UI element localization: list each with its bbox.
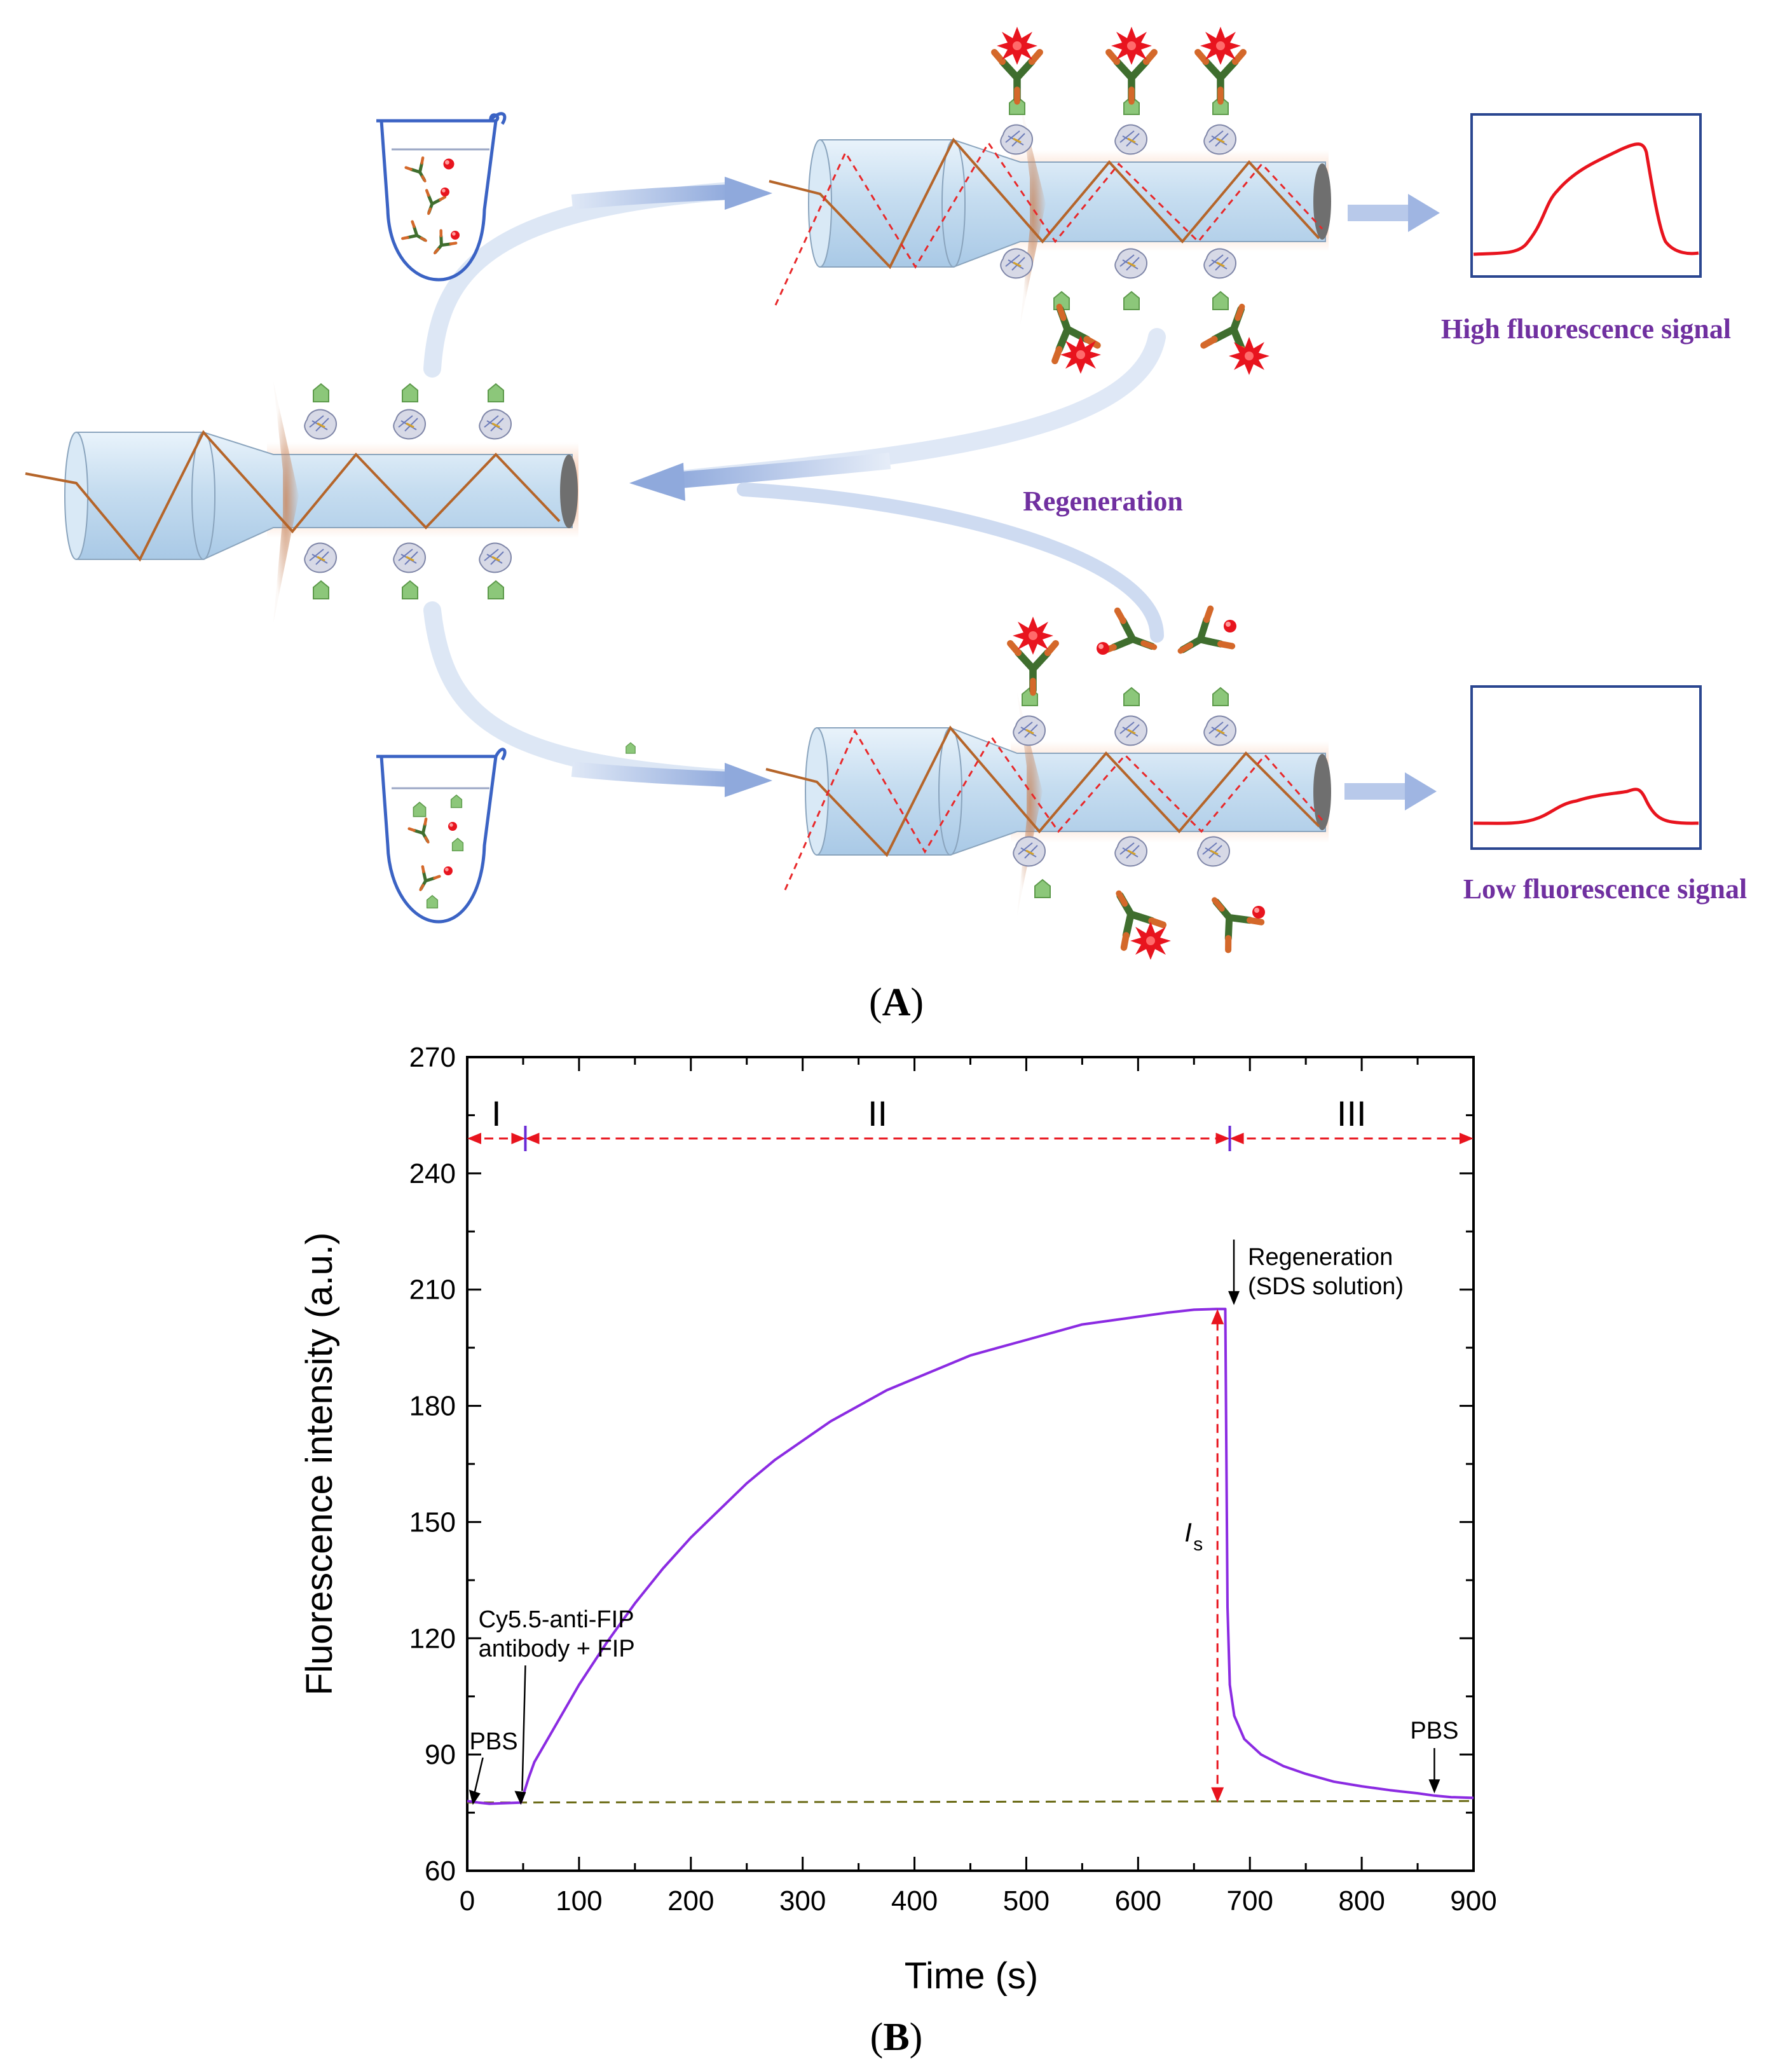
optical-fiber-top-icon — [769, 27, 1331, 375]
signal-marker-label: I — [1184, 1517, 1192, 1547]
y-tick-label: 240 — [409, 1158, 456, 1189]
arrow-to-low-signal-icon — [1405, 772, 1437, 810]
flow-arrows — [423, 177, 1440, 810]
y-axis-label: Fluorescence intensity (a.u.) — [299, 1233, 340, 1696]
arrowhead — [1215, 1133, 1230, 1144]
y-tick-label: 210 — [409, 1275, 456, 1306]
x-tick-label: 400 — [891, 1885, 938, 1917]
pbs-end-arrow-head — [1428, 1779, 1440, 1794]
fluorescence-curve — [467, 1308, 1474, 1805]
series-layer — [467, 1308, 1474, 1805]
pbs-start-arrow-head — [469, 1789, 481, 1805]
sample-annotation-line1: Cy5.5-anti-FIP — [479, 1606, 634, 1633]
arrowhead — [467, 1133, 481, 1144]
panel-a-label: (A) — [869, 981, 924, 1024]
arrowhead — [511, 1133, 526, 1144]
y-tick-label: 60 — [425, 1856, 456, 1887]
low-signal-plot-icon — [1470, 685, 1702, 850]
panel-a: High fluorescence signal Low fluorescenc… — [25, 27, 1747, 1024]
phase-label: II — [868, 1093, 887, 1133]
x-tick-label: 800 — [1338, 1885, 1385, 1917]
panel-b-label: (B) — [870, 2016, 923, 2059]
regen-annotation-line2: (SDS solution) — [1248, 1273, 1404, 1300]
x-tick-label: 500 — [1003, 1885, 1050, 1917]
pbs-end-label: PBS — [1410, 1718, 1458, 1744]
pbs-start-arrow-shaft — [474, 1757, 484, 1793]
sample-arrow-shaft — [521, 1665, 526, 1791]
arrow-to-top-fiber-icon — [725, 177, 772, 210]
sample-arrow-head — [514, 1791, 526, 1805]
high-signal-plot-icon — [1470, 113, 1702, 278]
panel-a-letter: A — [882, 981, 911, 1024]
sample-tube-top-icon — [376, 112, 507, 282]
y-tick-label: 270 — [409, 1042, 456, 1073]
free-antigen-icon — [626, 742, 636, 754]
arrowhead — [1229, 1133, 1244, 1144]
low-signal-label: Low fluorescence signal — [1463, 873, 1748, 905]
y-tick-label: 120 — [409, 1623, 456, 1654]
x-tick-label: 300 — [779, 1885, 826, 1917]
signal-marker-subscript: s — [1193, 1534, 1203, 1555]
y-tick-label: 180 — [409, 1391, 456, 1422]
signal-marker-head-bottom — [1211, 1787, 1224, 1803]
baseline-dashed-line — [467, 1800, 1474, 1804]
x-tick-label: 700 — [1227, 1885, 1273, 1917]
x-tick-label: 600 — [1115, 1885, 1161, 1917]
phase-label: III — [1337, 1093, 1367, 1133]
high-signal-label: High fluorescence signal — [1441, 313, 1731, 345]
plot-frame — [466, 1056, 1475, 1872]
x-tick-label: 0 — [460, 1885, 475, 1917]
optical-fiber-bottom-icon — [765, 609, 1331, 960]
panel-b-chart: 0 100 200 300 400 500 600 700 800 900 60 90 120 150 18… — [299, 1042, 1497, 2059]
regen-annotation-line1: Regeneration — [1248, 1244, 1393, 1271]
x-tick-label: 200 — [667, 1885, 714, 1917]
signal-marker-head-top — [1211, 1309, 1224, 1325]
arrowhead — [525, 1133, 540, 1144]
tick-labels: 0 100 200 300 400 500 600 700 800 900 60 90 120 150 18… — [409, 1042, 1497, 1917]
sample-tube-bottom-icon — [376, 748, 507, 924]
optical-fiber-middle-icon — [25, 381, 578, 623]
x-tick-label: 100 — [556, 1885, 602, 1917]
x-axis-label: Time (s) — [905, 1955, 1038, 1997]
x-tick-label: 900 — [1450, 1885, 1496, 1917]
y-tick-label: 150 — [409, 1507, 456, 1538]
arrow-to-high-signal-icon — [1408, 194, 1440, 232]
sample-annotation-line2: antibody + FIP — [479, 1636, 635, 1662]
regen-arrow-head — [1228, 1291, 1240, 1306]
axis-ticks — [466, 1056, 1475, 1872]
regeneration-label: Regeneration — [1023, 486, 1183, 517]
phase-label: I — [491, 1093, 502, 1133]
arrow-to-bottom-fiber-icon — [725, 763, 772, 797]
annotations: Regeneration(SDS solution) Cy5.5-anti-FIP… — [469, 1240, 1458, 1805]
regeneration-arrow-icon — [629, 463, 685, 501]
pbs-start-label: PBS — [470, 1728, 518, 1755]
panel-b-letter: B — [883, 2016, 909, 2059]
arrowhead — [1460, 1133, 1474, 1144]
y-tick-label: 90 — [425, 1739, 456, 1770]
